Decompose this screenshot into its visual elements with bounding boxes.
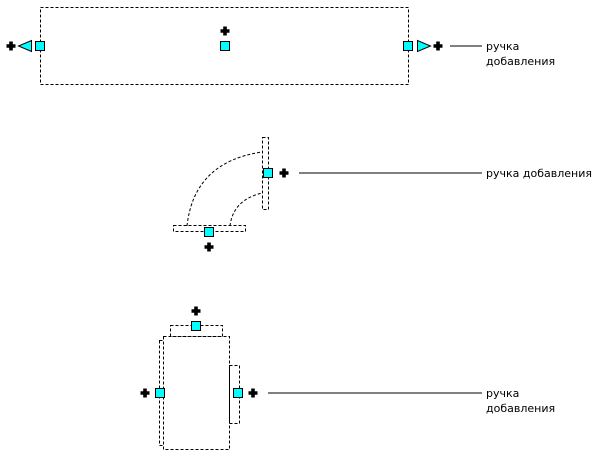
- square-grip-icon[interactable]: [191, 321, 201, 331]
- plus-grip-icon[interactable]: [248, 388, 258, 398]
- callout-label: ручка добавления: [486, 167, 592, 180]
- plus-grip-icon[interactable]: [279, 168, 289, 178]
- elbow-fitting-example: ручка добавления: [173, 137, 592, 252]
- square-grip-icon[interactable]: [233, 388, 243, 398]
- callout-label-line-1: ручка: [486, 387, 519, 400]
- plus-grip-icon[interactable]: [191, 306, 201, 316]
- straight-segment-example: ручка добавления: [6, 7, 555, 85]
- plus-grip-icon[interactable]: [204, 242, 214, 252]
- callout-label-line-2: добавления: [486, 55, 555, 68]
- triangle-lengthen-grip-icon[interactable]: [417, 39, 432, 53]
- square-grip-icon[interactable]: [204, 227, 214, 237]
- tee-right-branch: [229, 365, 240, 424]
- plus-grip-icon[interactable]: [220, 26, 230, 36]
- callout-label-line-2: добавления: [486, 402, 555, 415]
- square-grip-icon[interactable]: [403, 41, 413, 51]
- elbow-inner-arc: [229, 192, 263, 227]
- square-grip-icon[interactable]: [220, 41, 230, 51]
- tee-fitting-example: ручка добавления: [140, 306, 555, 450]
- elbow-outer-arc: [186, 151, 263, 227]
- square-grip-icon[interactable]: [155, 388, 165, 398]
- tee-body: [163, 336, 230, 450]
- plus-grip-icon[interactable]: [433, 41, 443, 51]
- square-grip-icon[interactable]: [35, 41, 45, 51]
- plus-grip-icon[interactable]: [6, 41, 16, 51]
- square-grip-icon[interactable]: [263, 168, 273, 178]
- triangle-lengthen-grip-icon[interactable]: [17, 39, 32, 53]
- elbow-bottom-flange: [173, 225, 246, 232]
- plus-grip-icon[interactable]: [140, 388, 150, 398]
- callout-label-line-1: ручка: [486, 40, 519, 53]
